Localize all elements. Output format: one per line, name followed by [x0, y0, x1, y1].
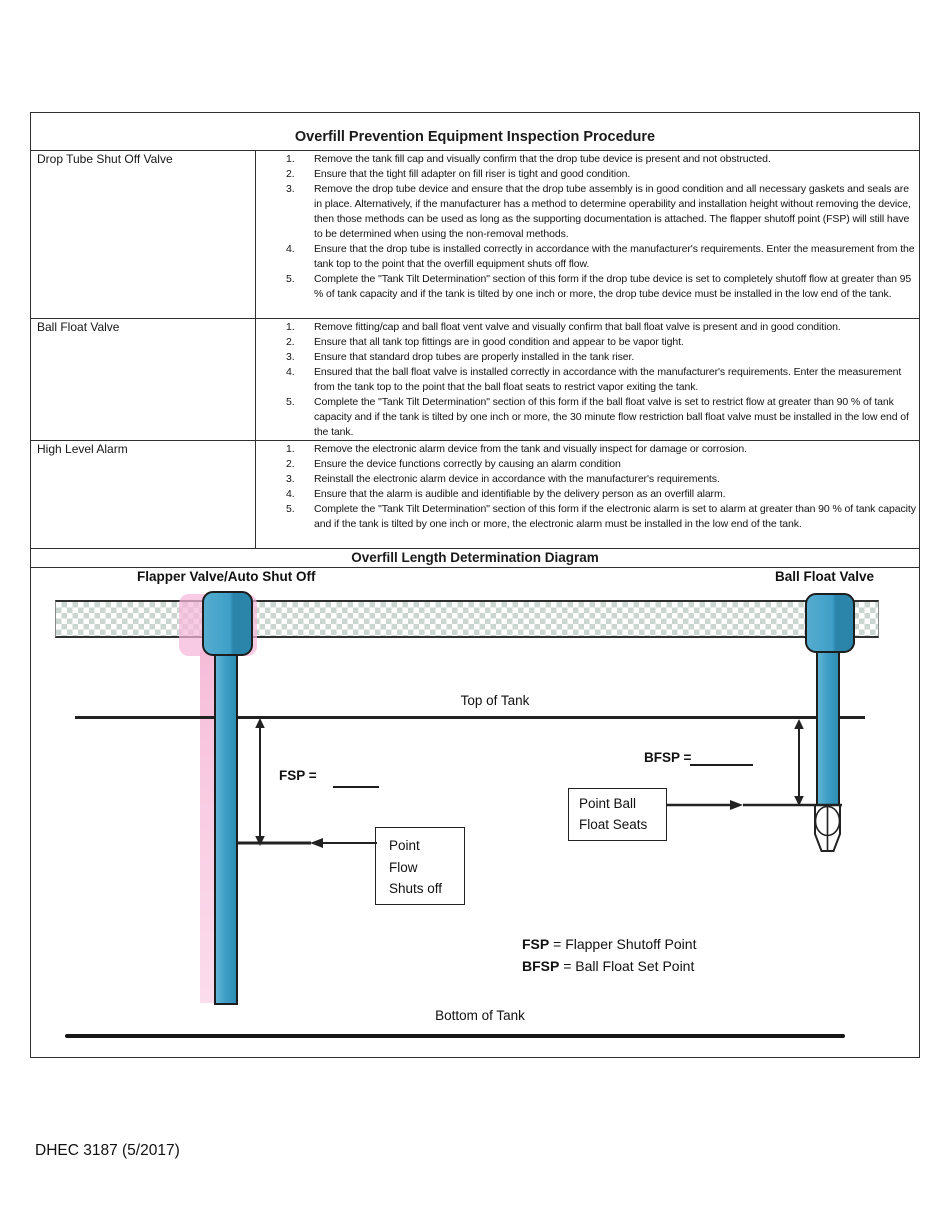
- step-item: Ensure that all tank top fittings are in…: [286, 335, 684, 350]
- point-ball-float-seats-box: Point Ball Float Seats: [568, 788, 667, 841]
- step-item: Ensured that the ball float valve is ins…: [286, 365, 902, 393]
- fsp-measure-arrow: [255, 718, 265, 846]
- step-item: Remove the tank fill cap and visually co…: [286, 152, 771, 167]
- row-divider: [30, 318, 920, 319]
- step-item: Complete the "Tank Tilt Determination" s…: [286, 272, 912, 300]
- flapper-valve-cap: [202, 591, 253, 656]
- flapper-valve-label: Flapper Valve/Auto Shut Off: [137, 569, 316, 584]
- legend-text: = Flapper Shutoff Point: [553, 936, 697, 952]
- step-item: Complete the "Tank Tilt Determination" s…: [286, 502, 916, 530]
- flow-shutoff-pointer: [237, 838, 377, 848]
- box-line: Point Ball: [579, 796, 637, 811]
- steps-drop-tube: Remove the tank fill cap and visually co…: [256, 151, 918, 316]
- fsp-field-label: FSP =: [279, 768, 317, 783]
- ball-float-pipe: [816, 651, 840, 806]
- bfsp-measure-arrow: [794, 719, 804, 806]
- bfsp-field-label: BFSP =: [644, 750, 692, 765]
- row-divider: [30, 440, 920, 441]
- ball-float-cage-icon: [814, 804, 841, 852]
- box-line: Float Seats: [579, 816, 648, 832]
- step-item: Ensure the device functions correctly by…: [286, 457, 621, 472]
- ball-float-seats-pointer: [666, 800, 842, 810]
- step-item: Remove the electronic alarm device from …: [286, 442, 747, 457]
- drop-tube-pipe: [214, 653, 238, 1005]
- step-item: Ensure that the drop tube is installed c…: [286, 242, 915, 270]
- row-label-drop-tube: Drop Tube Shut Off Valve: [37, 152, 173, 166]
- step-item: Ensure that the tight fill adapter on fi…: [286, 167, 631, 182]
- steps-high-level-alarm: Remove the electronic alarm device from …: [256, 441, 918, 546]
- top-of-tank-label: Top of Tank: [460, 693, 530, 708]
- ball-float-valve-cap: [805, 593, 855, 653]
- row-divider: [30, 548, 920, 549]
- top-of-tank-line: [75, 716, 865, 719]
- pink-highlight-strip: [200, 650, 216, 1003]
- legend-abbr: BFSP: [522, 957, 560, 974]
- box-line: Flow: [389, 859, 418, 875]
- table-title: Overfill Prevention Equipment Inspection…: [294, 129, 656, 145]
- box-line: Shuts off: [389, 881, 443, 896]
- bottom-of-tank-label: Bottom of Tank: [435, 1008, 525, 1023]
- legend-line-fsp: FSP = Flapper Shutoff Point: [522, 934, 696, 956]
- row-divider: [30, 567, 920, 568]
- point-flow-shuts-off-box: Point Flow Shuts off: [375, 827, 465, 905]
- box-line: Point: [389, 838, 420, 853]
- diagram-title: Overfill Length Determination Diagram: [351, 550, 599, 565]
- row-label-ball-float: Ball Float Valve: [37, 320, 120, 334]
- ball-float-valve-label: Ball Float Valve: [775, 569, 875, 584]
- step-item: Remove the drop tube device and ensure t…: [286, 182, 911, 240]
- row-label-high-level-alarm: High Level Alarm: [37, 442, 128, 456]
- legend-text: = Ball Float Set Point: [563, 957, 695, 974]
- steps-ball-float: Remove fitting/cap and ball float vent v…: [256, 319, 918, 438]
- legend-line-bfsp: BFSP = Ball Float Set Point: [522, 956, 696, 978]
- abbreviation-legend: FSP = Flapper Shutoff Point BFSP = Ball …: [522, 934, 696, 977]
- step-item: Complete the "Tank Tilt Determination" s…: [286, 395, 909, 438]
- step-item: Remove fitting/cap and ball float vent v…: [286, 320, 841, 335]
- row-divider: [30, 150, 920, 151]
- fsp-blank-line: [333, 786, 379, 788]
- bfsp-blank-line: [690, 764, 753, 766]
- step-item: Ensure that the alarm is audible and ide…: [286, 487, 726, 502]
- form-number: DHEC 3187 (5/2017): [35, 1142, 180, 1159]
- legend-abbr: FSP: [522, 936, 550, 952]
- bottom-of-tank-line: [65, 1034, 845, 1038]
- step-item: Ensure that standard drop tubes are prop…: [286, 350, 635, 365]
- step-item: Reinstall the electronic alarm device in…: [286, 472, 720, 487]
